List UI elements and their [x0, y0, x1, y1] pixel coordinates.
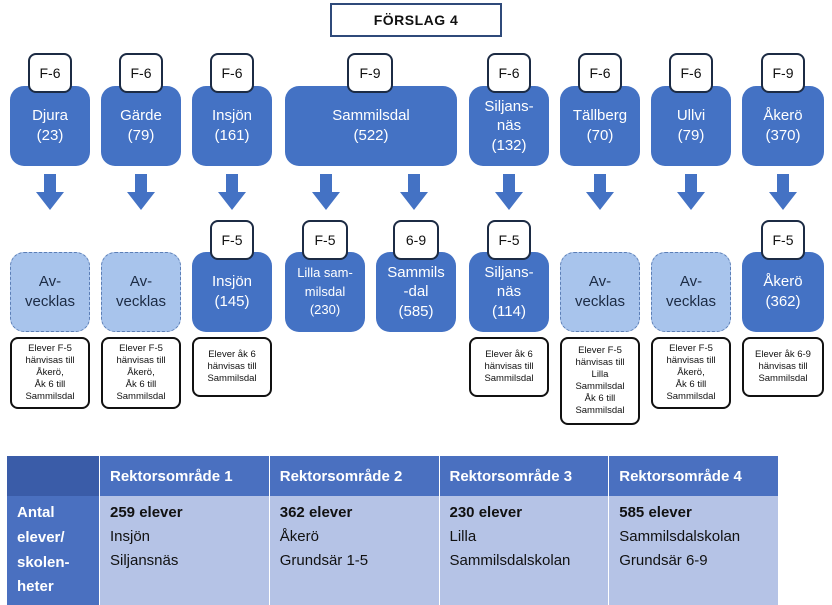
- table-cell: 259 elever Insjön Siljansnäs: [99, 496, 270, 605]
- student-count: 362 elever: [279, 504, 353, 521]
- redirect-note: Elever F-5 hänvisas till Åkerö, Åk 6 til…: [651, 337, 731, 409]
- table-header-row: Rektorsområde 1 Rektorsområde 2 Rektorso…: [7, 456, 779, 496]
- school-count: (79): [127, 127, 155, 144]
- phase-out-box: Av- vecklas: [560, 252, 640, 332]
- grade-badge: F-9: [347, 53, 393, 93]
- table-header-cell: Rektorsområde 4: [608, 456, 779, 496]
- school-name: Insjön: [211, 106, 253, 124]
- school-count: (79): [677, 127, 705, 144]
- school-lilla-sammilsdal: Lilla sam- milsdal (230): [285, 252, 365, 332]
- phase-out-label: Av- vecklas: [115, 272, 167, 310]
- school-insjon: Insjön (161): [192, 86, 272, 166]
- redirect-note: Elever F-5 hänvisas till Åkerö, Åk 6 til…: [10, 337, 90, 409]
- down-arrow-icon: [36, 174, 64, 210]
- school-count: (132): [491, 136, 527, 154]
- grade-badge: F-6: [669, 53, 713, 93]
- student-count: 585 elever: [619, 504, 692, 521]
- school-name: Siljans- näs: [484, 263, 534, 301]
- school-name: Lilla sam- milsdal: [297, 264, 353, 299]
- down-arrow-icon: [400, 174, 428, 210]
- school-name: Djura: [32, 106, 68, 124]
- school-ullvi: Ullvi (79): [651, 86, 731, 166]
- school-siljansnas: Siljans- näs (132): [469, 86, 549, 166]
- school-name: Sammilsdal: [332, 106, 410, 124]
- down-arrow-icon: [127, 174, 155, 210]
- unit-list: Åkerö Grundsär 1-5: [279, 528, 369, 569]
- phase-out-box: Av- vecklas: [651, 252, 731, 332]
- school-name: Sammils -dal: [387, 263, 445, 301]
- table-cell: 585 elever Sammilsdalskolan Grundsär 6-9: [608, 496, 779, 605]
- grade-badge: F-5: [302, 220, 348, 260]
- school-sammilsdal: Sammilsdal (522): [285, 86, 457, 166]
- school-name: Åkerö: [763, 272, 803, 290]
- table-cell: 362 elever Åkerö Grundsär 1-5: [269, 496, 440, 605]
- redirect-note: Elever F-5 hänvisas till Lilla Sammilsda…: [560, 337, 640, 425]
- school-sammilsdal-new: Sammils -dal (585): [376, 252, 456, 332]
- redirect-note: Elever F-5 hänvisas till Åkerö, Åk 6 til…: [101, 337, 181, 409]
- grade-badge: F-5: [487, 220, 531, 260]
- down-arrow-icon: [677, 174, 705, 210]
- phase-out-label: Av- vecklas: [24, 272, 76, 310]
- down-arrow-icon: [218, 174, 246, 210]
- school-count: (70): [586, 127, 614, 144]
- school-name: Ullvi: [676, 106, 706, 124]
- summary-table: Rektorsområde 1 Rektorsområde 2 Rektorso…: [7, 456, 779, 605]
- phase-out-label: Av- vecklas: [665, 272, 717, 310]
- redirect-note: Elever åk 6 hänvisas till Sammilsdal: [469, 337, 549, 397]
- school-insjon-new: Insjön (145): [192, 252, 272, 332]
- unit-list: Lilla Sammilsdalskolan: [449, 528, 571, 569]
- down-arrow-icon: [312, 174, 340, 210]
- phase-out-box: Av- vecklas: [101, 252, 181, 332]
- redirect-note: Elever åk 6 hänvisas till Sammilsdal: [192, 337, 272, 397]
- school-garde: Gärde (79): [101, 86, 181, 166]
- grade-badge: F-6: [210, 53, 254, 93]
- school-name: Åkerö: [763, 106, 803, 124]
- school-count: (370): [765, 127, 801, 144]
- phase-out-label: Av- vecklas: [574, 272, 626, 310]
- school-count: (161): [214, 127, 250, 144]
- down-arrow-icon: [586, 174, 614, 210]
- diagram-title: FÖRSLAG 4: [330, 3, 502, 37]
- grade-badge: F-9: [761, 53, 805, 93]
- school-name: Gärde: [120, 106, 162, 124]
- school-count: (362): [765, 293, 801, 310]
- school-count: (145): [214, 293, 250, 310]
- table-row: Antal elever/ skolen- heter 259 elever I…: [7, 496, 779, 605]
- table-header-cell: Rektorsområde 1: [99, 456, 270, 496]
- unit-list: Insjön Siljansnäs: [110, 528, 179, 569]
- student-count: 230 elever: [449, 504, 523, 521]
- school-name: Insjön: [211, 272, 253, 290]
- school-count: (585): [398, 302, 434, 320]
- grade-badge: F-5: [210, 220, 254, 260]
- down-arrow-icon: [769, 174, 797, 210]
- table-header-cell: Rektorsområde 3: [439, 456, 610, 496]
- table-header-cell: Rektorsområde 2: [269, 456, 440, 496]
- grade-badge: F-6: [578, 53, 622, 93]
- table-row-label: Antal elever/ skolen- heter: [7, 496, 100, 605]
- grade-badge: F-6: [487, 53, 531, 93]
- unit-list: Sammilsdalskolan Grundsär 6-9: [619, 528, 741, 569]
- student-count: 259 elever: [110, 504, 183, 521]
- grade-badge: F-6: [119, 53, 163, 93]
- school-name: Siljans- näs: [484, 97, 534, 135]
- school-tallberg: Tällberg (70): [560, 86, 640, 166]
- school-djura: Djura (23): [10, 86, 90, 166]
- school-count: (114): [492, 302, 526, 320]
- grade-badge: F-6: [28, 53, 72, 93]
- school-akero-new: Åkerö (362): [742, 252, 824, 332]
- down-arrow-icon: [495, 174, 523, 210]
- school-count: (230): [309, 302, 341, 318]
- grade-badge: F-5: [761, 220, 805, 260]
- school-count: (522): [353, 127, 389, 144]
- school-akero: Åkerö (370): [742, 86, 824, 166]
- redirect-note: Elever åk 6-9 hänvisas till Sammilsdal: [742, 337, 824, 397]
- school-siljansnas-new: Siljans- näs (114): [469, 252, 549, 332]
- table-cell: 230 elever Lilla Sammilsdalskolan: [439, 496, 610, 605]
- school-name: Tällberg: [572, 106, 628, 124]
- phase-out-box: Av- vecklas: [10, 252, 90, 332]
- grade-badge: 6-9: [393, 220, 439, 260]
- school-count: (23): [36, 127, 64, 144]
- table-header-cell: [7, 456, 100, 496]
